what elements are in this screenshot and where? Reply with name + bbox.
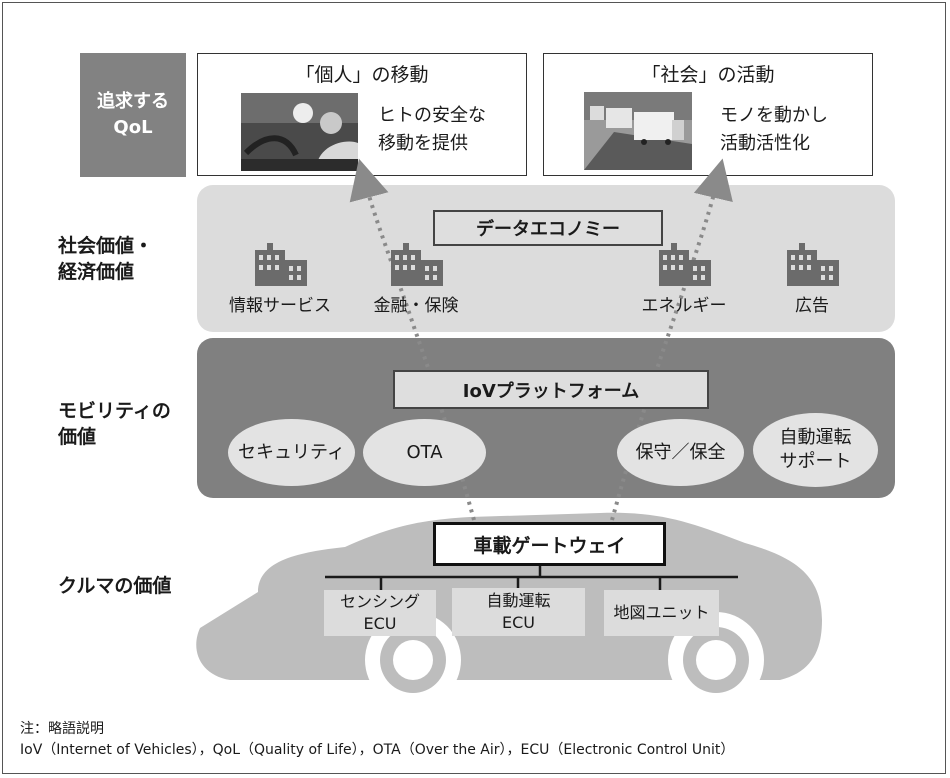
qol-label: 追求する QoL <box>80 53 186 177</box>
car-value-label: クルマの価値 <box>58 575 172 597</box>
building-icon <box>787 243 839 286</box>
ecu-sensing: センシング ECU <box>324 590 436 636</box>
iov-platform-title: IoVプラットフォーム <box>393 370 709 409</box>
arrow-right <box>610 158 733 521</box>
industry-energy: エネルギー <box>617 238 751 316</box>
notes-heading: 注：略語説明 <box>20 721 104 737</box>
industry-label: 広告 <box>795 296 829 316</box>
qol-label-line2: QoL <box>113 117 153 138</box>
industry-info-services: 情報サービス <box>213 238 347 316</box>
qol-box-text: ヒトの安全な 移動を提供 <box>378 105 486 154</box>
qol-box-title: 「社会」の活動 <box>641 64 775 86</box>
industry-label: エネルギー <box>641 296 727 316</box>
qol-box-title: 「個人」の移動 <box>295 64 429 86</box>
qol-box-text: モノを動かし 活動活性化 <box>720 105 828 154</box>
trucks-on-road-photo <box>584 92 692 170</box>
social-value-label: 社会価値・ 経済価値 <box>58 235 154 283</box>
notes-abbreviations: IoV（Internet of Vehicles），QoL（Quality of… <box>20 742 735 758</box>
qol-label-line1: 追求する <box>97 91 169 112</box>
building-icon <box>255 243 307 286</box>
building-icon <box>391 243 443 286</box>
data-economy-band <box>197 185 895 332</box>
industry-label: 金融・保険 <box>373 296 459 316</box>
ecu-map-unit: 地図ユニット <box>604 590 719 636</box>
data-economy-title: データエコノミー <box>433 210 663 246</box>
industry-label: 情報サービス <box>229 296 331 316</box>
industry-advertising: 広告 <box>745 238 879 316</box>
qol-box-personal: 「個人」の移動 ヒトの安全な 移動を提供 <box>197 53 527 176</box>
in-vehicle-gateway: 車載ゲートウェイ <box>433 522 666 566</box>
person-in-car-photo <box>241 93 358 171</box>
service-ota: OTA <box>363 419 486 486</box>
qol-box-social: 「社会」の活動 モノを動かし 活動活性化 <box>543 53 873 176</box>
service-maintenance: 保守／保全 <box>617 419 744 486</box>
building-icon <box>659 243 711 286</box>
mobility-value-label: モビリティの 価値 <box>58 400 171 448</box>
industry-finance-insurance: 金融・保険 <box>349 238 483 316</box>
service-security: セキュリティ <box>228 419 355 486</box>
ecu-autonomous-driving: 自動運転 ECU <box>452 588 585 636</box>
service-autonomous-driving-support: 自動運転 サポート <box>753 413 878 487</box>
